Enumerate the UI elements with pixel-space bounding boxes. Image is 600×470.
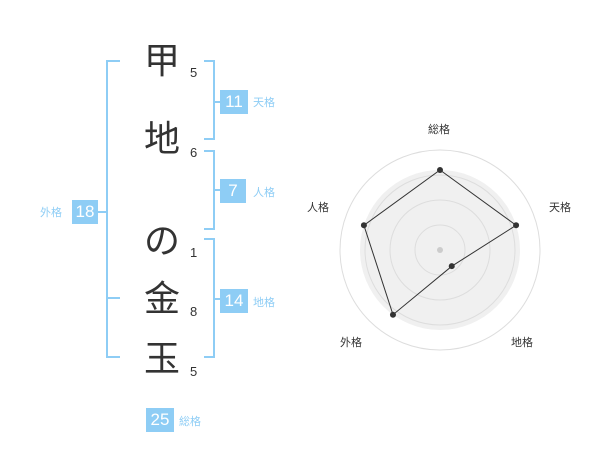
radar-chart-svg [339, 149, 541, 351]
radar-axis-label-chikaku: 地格 [511, 336, 533, 349]
radar-center-dot [437, 247, 443, 253]
soukaku-label: 総格 [179, 415, 201, 428]
tenkaku-bracket-bottom [204, 138, 215, 140]
radar-ring-4 [339, 149, 541, 351]
chikaku-connector [215, 298, 220, 300]
tenkaku-bracket-vertical [213, 60, 215, 140]
tenkaku-label: 天格 [253, 96, 275, 109]
radar-axis-label-soukaku: 総格 [428, 123, 450, 136]
gaikaku-bracket-mid [106, 297, 120, 299]
tenkaku-value: 11 [220, 90, 248, 114]
name-char-1: 甲 [143, 41, 180, 82]
radar-axis-label-jinkaku: 人格 [307, 201, 329, 214]
chikaku-bracket-top [204, 238, 215, 240]
stroke-count-5: 5 [190, 364, 198, 379]
chikaku-bracket-bottom [204, 356, 215, 358]
name-char-3: の [143, 221, 180, 262]
jinkaku-connector [215, 189, 220, 191]
chikaku-value: 14 [220, 289, 248, 313]
jinkaku-bracket-top [204, 150, 215, 152]
radar-axis-label-tenkaku: 天格 [549, 201, 571, 214]
soukaku-value: 25 [146, 408, 174, 432]
jinkaku-bracket-bottom [204, 228, 215, 230]
jinkaku-label: 人格 [253, 186, 275, 199]
stroke-count-2: 6 [190, 145, 198, 160]
radar-data-point-5 [360, 222, 367, 229]
chikaku-bracket-vertical [213, 238, 215, 358]
gaikaku-connector [98, 211, 106, 213]
radar-ring-2 [389, 199, 491, 301]
gaikaku-bracket-vertical [106, 60, 108, 358]
radar-data-point-2 [513, 222, 520, 229]
radar-series-polygon [363, 169, 517, 316]
radar-ring-3 [364, 174, 516, 326]
radar-ring-1 [414, 224, 466, 276]
gaikaku-bracket-bottom [106, 356, 120, 358]
tenkaku-bracket-top [204, 60, 215, 62]
name-char-4: 金 [143, 279, 180, 320]
radar-data-point-1 [437, 167, 443, 173]
chikaku-label: 地格 [253, 296, 275, 309]
name-char-5: 玉 [143, 339, 180, 380]
jinkaku-bracket-vertical [213, 150, 215, 230]
stroke-count-4: 8 [190, 304, 198, 319]
gaikaku-value: 18 [72, 200, 98, 224]
gaikaku-label: 外格 [40, 206, 62, 219]
radar-data-point-4 [389, 311, 396, 318]
stroke-count-3: 1 [190, 245, 198, 260]
tenkaku-connector [215, 101, 220, 103]
name-char-2: 地 [143, 119, 180, 160]
gaikaku-bracket-top [106, 60, 120, 62]
stroke-count-1: 5 [190, 65, 198, 80]
radar-axis-label-gaikaku: 外格 [340, 336, 362, 349]
jinkaku-value: 7 [220, 179, 246, 203]
radar-data-point-3 [448, 263, 455, 270]
